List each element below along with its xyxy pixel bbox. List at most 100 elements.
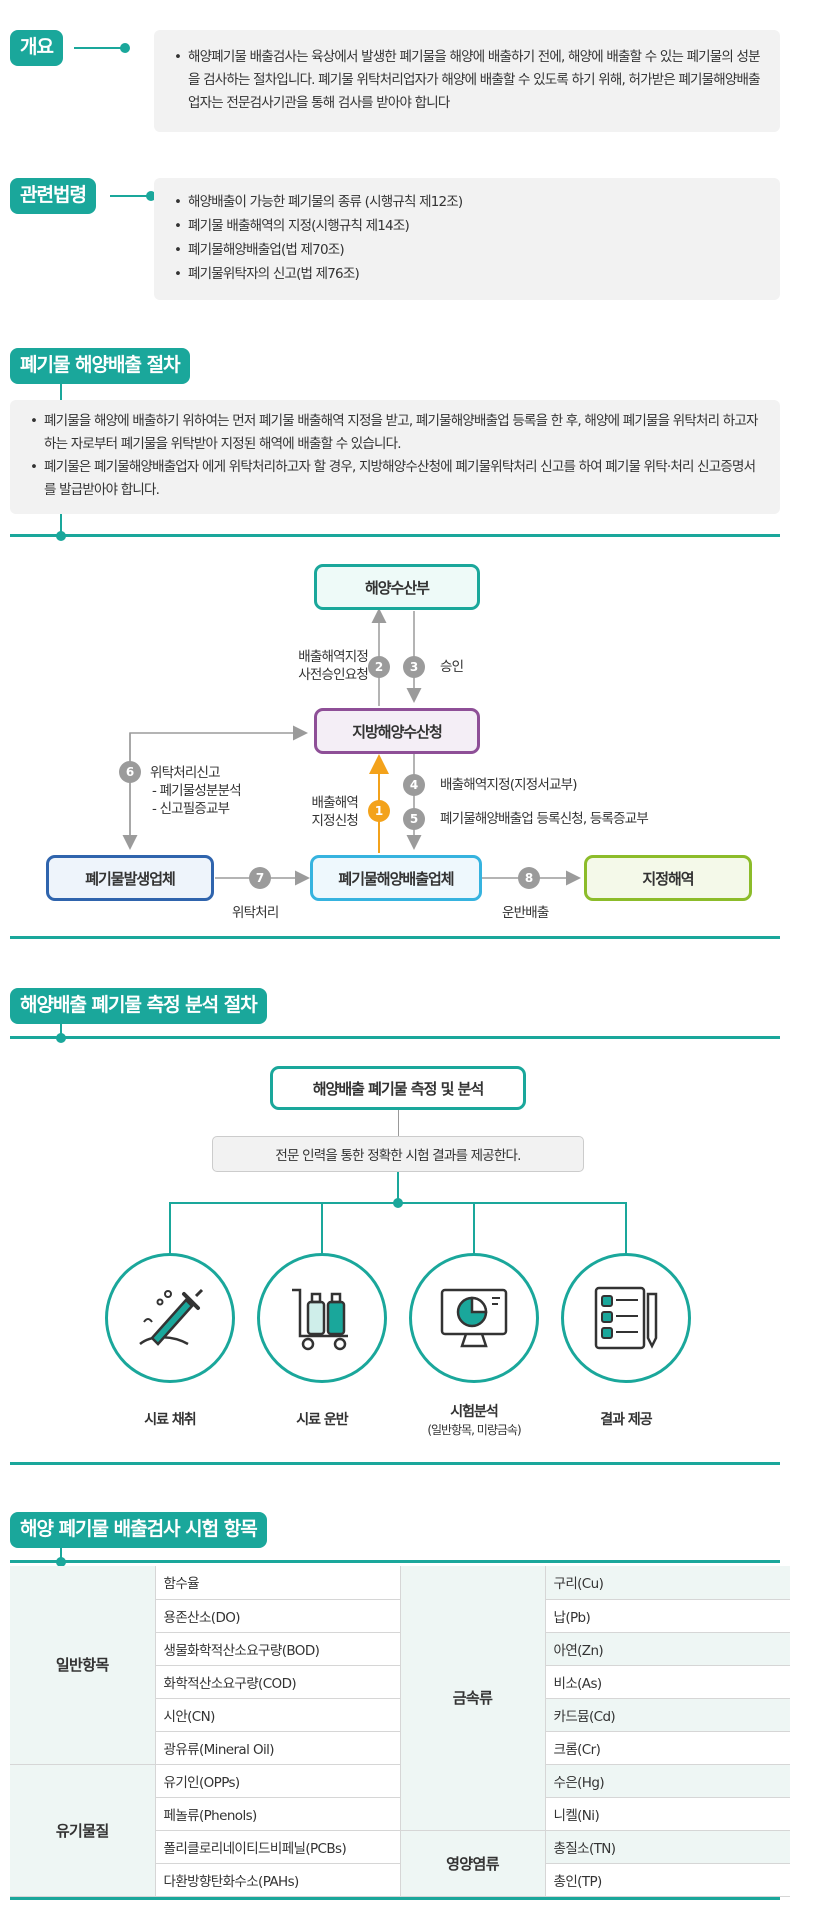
tag-connector: [110, 195, 150, 197]
table-cell: 광유류(Mineral Oil): [154, 1731, 400, 1765]
cart-icon: [292, 1288, 348, 1351]
procedure-box: 폐기물을 해양에 배출하기 위하여는 먼저 폐기물 배출해역 지정을 받고, 폐…: [10, 400, 780, 514]
group-head-metals: 금속류: [399, 1566, 545, 1831]
table-cell: 다환방향탄화수소(PAHs): [154, 1863, 400, 1897]
table-cell: 시안(CN): [154, 1698, 400, 1732]
table-cell: 카드뮴(Cd): [544, 1698, 790, 1732]
section-divider: [10, 936, 780, 939]
table-cell: 납(Pb): [544, 1599, 790, 1633]
section-tag-test-items: 해양 폐기물 배출검사 시험 항목: [10, 1512, 267, 1548]
step5-badge: 5: [403, 808, 425, 830]
step-analysis-sublabel: (일반항목, 미량금속): [427, 1423, 521, 1437]
table-row: 생물화학적산소요구량(BOD) 아연(Zn): [10, 1632, 790, 1666]
procedure-item: 폐기물을 해양에 배출하기 위하여는 먼저 폐기물 배출해역 지정을 받고, 폐…: [30, 410, 766, 456]
table-cell: 아연(Zn): [544, 1632, 790, 1666]
table-cell: 폴리클로리네이티드비페닐(PCBs): [154, 1830, 400, 1864]
step-results-label: 결과 제공: [600, 1412, 652, 1428]
table-cell: 비소(As): [544, 1665, 790, 1699]
table-row: 시안(CN) 카드뮴(Cd): [10, 1698, 790, 1732]
laws-box: 해양배출이 가능한 폐기물의 종류 (시행규칙 제12조) 폐기물 배출해역의 …: [154, 178, 780, 300]
table-cell: 함수율: [154, 1566, 400, 1600]
tag-connector: [74, 47, 124, 49]
tag-connector: [60, 1024, 62, 1038]
table-row: 일반항목 함수율 금속류 구리(Cu): [10, 1566, 790, 1831]
node-designated-zone: 지정해역: [584, 855, 752, 901]
step3-badge: 3: [403, 656, 425, 678]
law-item: 폐기물위탁자의 신고(법 제76조): [174, 262, 762, 286]
law-item: 해양배출이 가능한 폐기물의 종류 (시행규칙 제12조): [174, 190, 762, 214]
step8-label: 운반배출: [502, 905, 549, 921]
step8-badge: 8: [518, 867, 540, 889]
procedure-item: 폐기물은 폐기물해양배출업자 에게 위탁처리하고자 할 경우, 지방해양수산청에…: [30, 456, 766, 502]
step-sampling-label: 시료 채취: [144, 1412, 196, 1428]
step4-label: 배출해역지정(지정서교부): [440, 777, 578, 793]
step-results: [561, 1253, 691, 1383]
table-cell: 용존산소(DO): [154, 1599, 400, 1633]
tag-connector-dot: [120, 43, 130, 53]
step6-label: 위탁처리신고 - 폐기물성분분석 - 신고필증교부: [150, 765, 242, 817]
step6-badge: 6: [119, 761, 141, 783]
table-row: 용존산소(DO) 납(Pb): [10, 1599, 790, 1633]
step-analysis: [409, 1253, 539, 1383]
monitor-chart-icon: [440, 1288, 508, 1348]
table-top-border: [10, 1560, 780, 1563]
section-tag-analysis: 해양배출 폐기물 측정 분석 절차: [10, 988, 267, 1024]
step4-badge: 4: [403, 774, 425, 796]
node-waste-generator: 폐기물발생업체: [46, 855, 214, 901]
section-tag-overview: 개요: [10, 30, 63, 66]
step-transport-label: 시료 운반: [296, 1412, 348, 1428]
table-cell: 총질소(TN): [544, 1830, 790, 1864]
node-regional-office: 지방해양수산청: [314, 708, 480, 754]
law-item: 폐기물해양배출업(법 제70조): [174, 238, 762, 262]
section-divider: [10, 1462, 780, 1465]
law-item: 폐기물 배출해역의 지정(시행규칙 제14조): [174, 214, 762, 238]
table-cell: 구리(Cu): [544, 1566, 790, 1600]
step-transport: [257, 1253, 387, 1383]
section-tag-procedure: 폐기물 해양배출 절차: [10, 348, 190, 384]
table-row: 폴리클로리네이티드비페닐(PCBs) 영양염류 총질소(TN): [10, 1830, 790, 1897]
table-row: 유기물질 유기인(OPPs) 수은(Hg): [10, 1764, 790, 1897]
analysis-tree: [169, 1172, 627, 1266]
table-row: 화학적산소요구량(COD) 비소(As): [10, 1665, 790, 1699]
tag-connector-dot: [146, 191, 156, 201]
section-divider: [10, 1036, 780, 1039]
section-tag-laws: 관련법령: [10, 178, 96, 214]
node-ministry: 해양수산부: [314, 564, 480, 610]
step2-label: 배출해역지정 사전승인요청: [298, 649, 369, 683]
table-cell: 크롬(Cr): [544, 1731, 790, 1765]
table-bottom-border: [10, 1897, 780, 1900]
overview-text: 해양폐기물 배출검사는 육상에서 발생한 폐기물을 해양에 배출하기 전에, 해…: [174, 46, 762, 115]
analysis-title: 해양배출 폐기물 측정 및 분석: [270, 1066, 526, 1110]
analysis-subtitle: 전문 인력을 통한 정확한 시험 결과를 제공한다.: [212, 1136, 584, 1172]
table-row: 다환방향탄화수소(PAHs) 총인(TP): [10, 1863, 790, 1897]
table-cell: 니켈(Ni): [544, 1797, 790, 1831]
table-cell: 페놀류(Phenols): [154, 1797, 400, 1831]
test-items-table: 일반항목 함수율 금속류 구리(Cu) 용존산소(DO) 납(Pb) 생물화학적…: [10, 1566, 790, 1897]
table-cell: 총인(TP): [544, 1863, 790, 1897]
table-row: 페놀류(Phenols) 니켈(Ni): [10, 1797, 790, 1831]
checklist-icon: [594, 1286, 658, 1350]
table-cell: 생물화학적산소요구량(BOD): [154, 1632, 400, 1666]
group-head-general: 일반항목: [10, 1566, 155, 1765]
tag-connector: [60, 384, 62, 400]
step2-badge: 2: [368, 656, 390, 678]
dropper-icon: [139, 1288, 204, 1346]
section-divider: [10, 534, 780, 537]
tag-connector: [60, 1548, 62, 1562]
step7-label: 위탁처리: [232, 905, 279, 921]
table-cell: 화학적산소요구량(COD): [154, 1665, 400, 1699]
group-head-organic: 유기물질: [10, 1764, 155, 1897]
step7-badge: 7: [249, 867, 271, 889]
analysis-connector: [398, 1110, 399, 1136]
step3-label: 승인: [440, 659, 464, 675]
tag-connector: [60, 514, 62, 536]
step1-badge: 1: [368, 800, 390, 822]
overview-box: 해양폐기물 배출검사는 육상에서 발생한 폐기물을 해양에 배출하기 전에, 해…: [154, 30, 780, 132]
node-discharge-company: 폐기물해양배출업체: [310, 855, 482, 901]
step-sampling: [105, 1253, 235, 1383]
step-analysis-label: 시험분석 (일반항목, 미량금속): [394, 1403, 554, 1439]
table-row: 광유류(Mineral Oil) 크롬(Cr): [10, 1731, 790, 1765]
step5-label: 폐기물해양배출업 등록신청, 등록증교부: [440, 811, 649, 827]
group-head-nutrients: 영양염류: [399, 1830, 545, 1897]
table-cell: 수은(Hg): [544, 1764, 790, 1798]
